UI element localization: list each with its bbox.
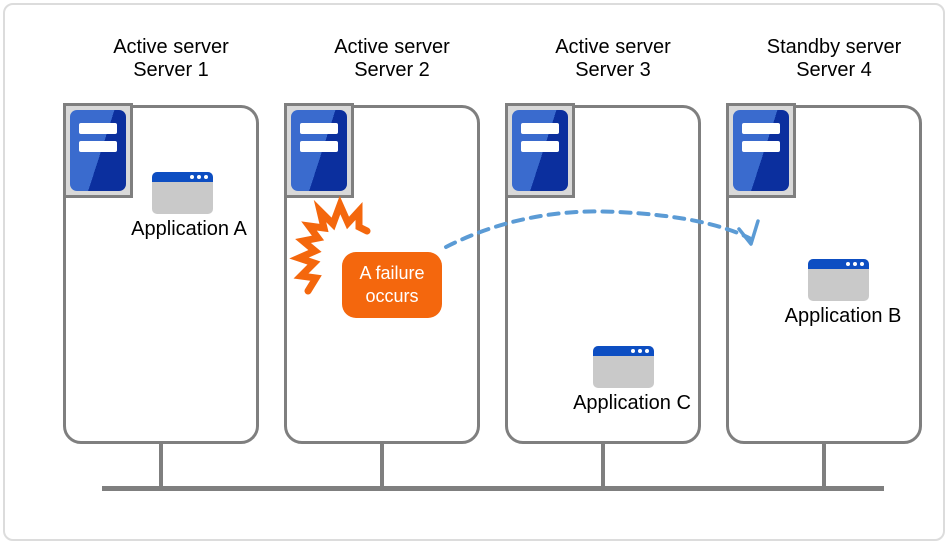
app-window-titlebar [593, 346, 654, 356]
server-name-label: Server 3 [575, 59, 651, 81]
network-connector-line [159, 442, 163, 489]
network-bus-line [102, 486, 884, 491]
server-tower-icon [505, 103, 575, 198]
server-2-header: Active server Server 2 [284, 36, 500, 82]
app-window-icon [593, 346, 654, 388]
app-window-titlebar [152, 172, 213, 182]
window-dots-icon [846, 262, 864, 266]
window-dots-icon [190, 175, 208, 179]
server-tower-glyph [291, 110, 347, 191]
server-tower-glyph [512, 110, 568, 191]
network-connector-line [601, 442, 605, 489]
server-role-label: Standby server [766, 36, 902, 58]
server-role-label: Active server [113, 36, 229, 58]
server-tower-icon [63, 103, 133, 198]
app-window-titlebar [808, 259, 869, 269]
server-tower-glyph [70, 110, 126, 191]
app-window-icon [152, 172, 213, 214]
app-label: Application B [784, 305, 902, 327]
server-4-header: Standby server Server 4 [726, 36, 942, 82]
network-connector-line [822, 442, 826, 489]
server-name-label: Server 4 [796, 59, 872, 81]
server-name-label: Server 2 [354, 59, 430, 81]
server-role-label: Active server [334, 36, 450, 58]
failure-callout: A failure occurs [342, 252, 442, 318]
server-role-label: Active server [555, 36, 671, 58]
server-name-label: Server 1 [133, 59, 209, 81]
server-tower-icon [726, 103, 796, 198]
app-window-icon [808, 259, 869, 301]
window-dots-icon [631, 349, 649, 353]
app-label: Application C [573, 392, 691, 414]
app-label: Application A [131, 218, 247, 240]
server-tower-glyph [733, 110, 789, 191]
network-connector-line [380, 442, 384, 489]
server-1-box [63, 105, 259, 444]
server-3-header: Active server Server 3 [505, 36, 721, 82]
server-tower-icon [284, 103, 354, 198]
server-1-header: Active server Server 1 [63, 36, 279, 82]
